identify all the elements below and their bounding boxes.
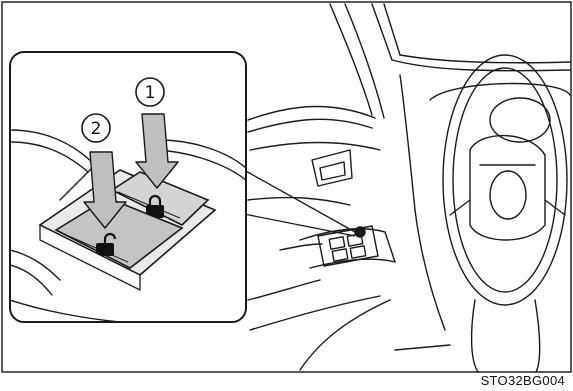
step-1-badge: 1: [136, 78, 164, 106]
car-interior-illustration: [248, 4, 570, 372]
step-2-label: 2: [91, 119, 102, 139]
step-2-badge: 2: [82, 114, 110, 142]
step-1-label: 1: [145, 83, 156, 103]
figure-code: STO32BG004: [481, 373, 565, 388]
